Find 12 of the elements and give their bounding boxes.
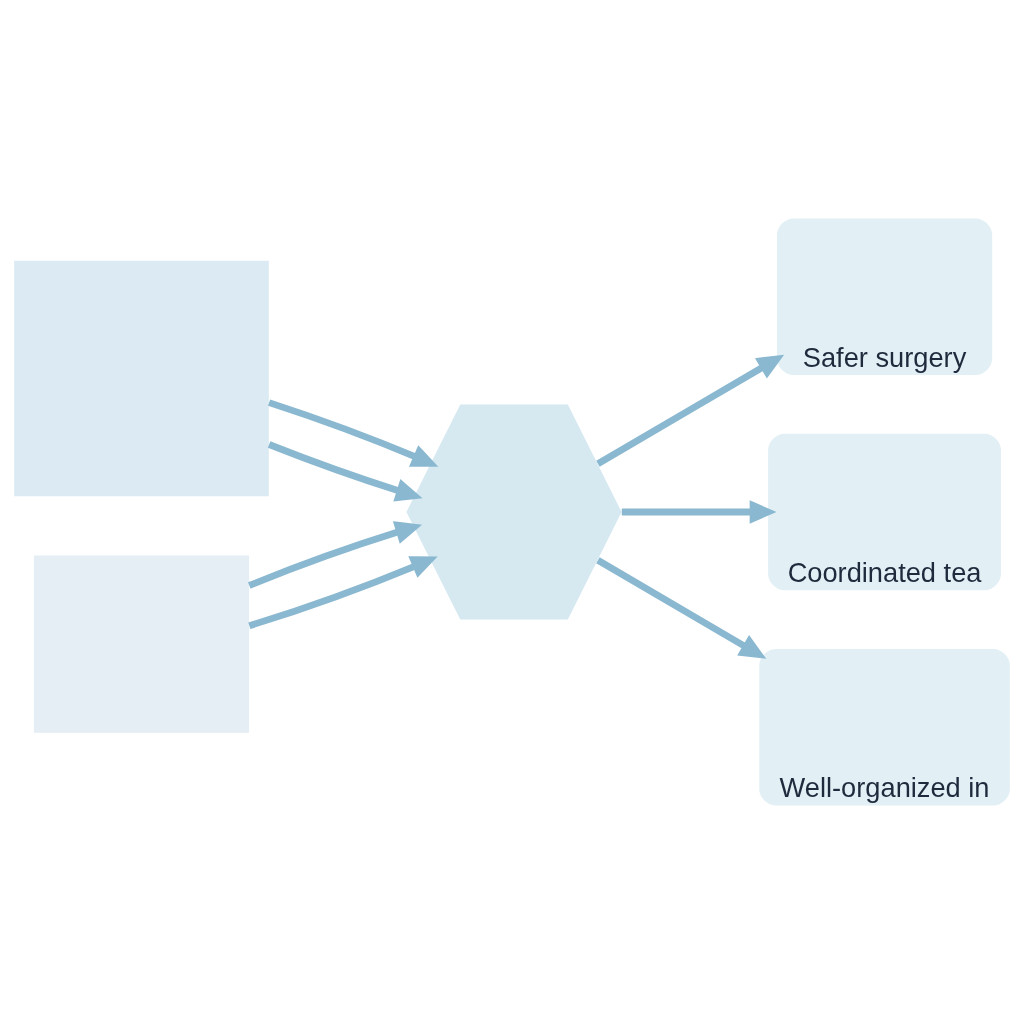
node-box: [33, 555, 250, 733]
arrow: [596, 354, 785, 467]
arrow: [621, 500, 777, 524]
arrow: [268, 399, 439, 467]
node-box: [14, 260, 269, 497]
arrow: [248, 521, 423, 589]
node-box: Coordinated tea: [768, 433, 1002, 591]
arrow: [267, 441, 423, 502]
arrow: [596, 557, 767, 659]
node-box: Well-organized in: [759, 648, 1010, 806]
arrow: [248, 556, 438, 629]
node-box: Safer surgery: [776, 218, 993, 376]
